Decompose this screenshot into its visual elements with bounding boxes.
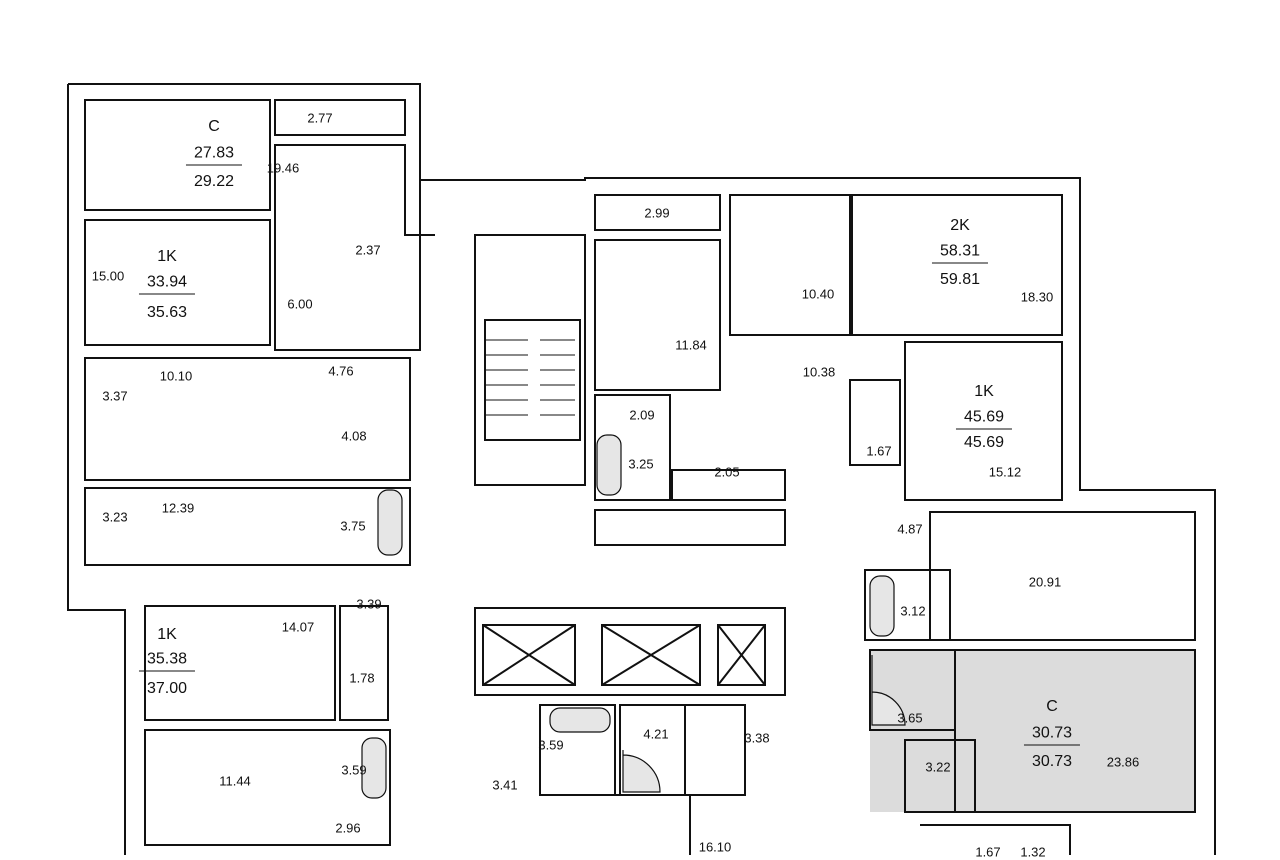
room-area: 3.23 <box>102 509 128 525</box>
room-area: 2.96 <box>335 820 361 836</box>
room-area: 6.00 <box>287 296 313 312</box>
apartment-total-area: 37.00 <box>146 680 188 697</box>
room-area: 11.44 <box>219 773 251 789</box>
room-area: 4.87 <box>897 521 923 537</box>
room-area: 3.39 <box>356 596 382 612</box>
room-area: 3.75 <box>340 518 366 534</box>
room-area: 23.86 <box>1106 754 1140 770</box>
room-area: 10.10 <box>159 368 193 384</box>
apartment-living-area: 58.31 <box>931 243 989 264</box>
room-area: 4.76 <box>328 363 354 379</box>
room-area: 10.40 <box>801 286 835 302</box>
room-area: 15.00 <box>91 268 125 284</box>
apartment-type: 1K <box>157 248 177 265</box>
room-area: 11.84 <box>675 337 707 353</box>
room-area: 1.67 <box>866 443 892 459</box>
apartment-total-area: 29.22 <box>193 173 235 190</box>
room-area: 1.32 <box>1020 844 1046 860</box>
room-area: 19.46 <box>266 160 300 176</box>
room-area: 3.25 <box>628 456 654 472</box>
apartment-type: C <box>208 118 220 135</box>
room-area: 3.59 <box>538 737 564 753</box>
apartment-living-area: 30.73 <box>1023 725 1081 746</box>
apartment-type: 2K <box>950 217 970 234</box>
apartment-total-area: 45.69 <box>963 434 1005 451</box>
room-area: 2.05 <box>714 464 740 480</box>
outer-walls <box>67 83 1216 855</box>
apartment-total-area: 59.81 <box>939 271 981 288</box>
apartment-type: C <box>1046 698 1058 715</box>
room-area: 3.12 <box>900 603 926 619</box>
stair-treads <box>485 339 575 416</box>
room-area: 2.09 <box>629 407 655 423</box>
room-area: 18.30 <box>1020 289 1054 305</box>
room-area: 3.41 <box>492 777 518 793</box>
room-area: 4.08 <box>341 428 367 444</box>
room-area: 20.91 <box>1028 574 1062 590</box>
room-area: 3.37 <box>102 388 128 404</box>
room-area: 2.99 <box>644 205 670 221</box>
apartment-living-area: 27.83 <box>185 145 243 166</box>
room-area: 3.22 <box>925 759 951 775</box>
room-area: 16.10 <box>698 839 732 855</box>
bathroom-fixtures <box>361 434 906 799</box>
apartment-type: 1K <box>974 383 994 400</box>
room-area: 3.38 <box>744 730 770 746</box>
room-area: 2.77 <box>307 110 333 126</box>
room-area: 2.37 <box>355 242 381 258</box>
apartment-total-area: 35.63 <box>146 304 188 321</box>
apartment-living-area: 33.94 <box>138 274 196 295</box>
apartment-living-area: 35.38 <box>138 651 196 672</box>
apartment-type: 1K <box>157 626 177 643</box>
room-area: 15.12 <box>988 464 1022 480</box>
room-area: 14.07 <box>281 619 315 635</box>
room-area: 4.21 <box>643 726 669 742</box>
apartment-living-area: 45.69 <box>955 409 1013 430</box>
room-area: 10.38 <box>802 364 836 380</box>
room-area: 3.65 <box>897 710 923 726</box>
apartment-total-area: 30.73 <box>1031 753 1073 770</box>
room-area: 1.67 <box>975 844 1001 860</box>
room-area: 12.39 <box>161 500 195 516</box>
room-area: 1.78 <box>349 670 375 686</box>
room-area: 3.59 <box>341 762 367 778</box>
